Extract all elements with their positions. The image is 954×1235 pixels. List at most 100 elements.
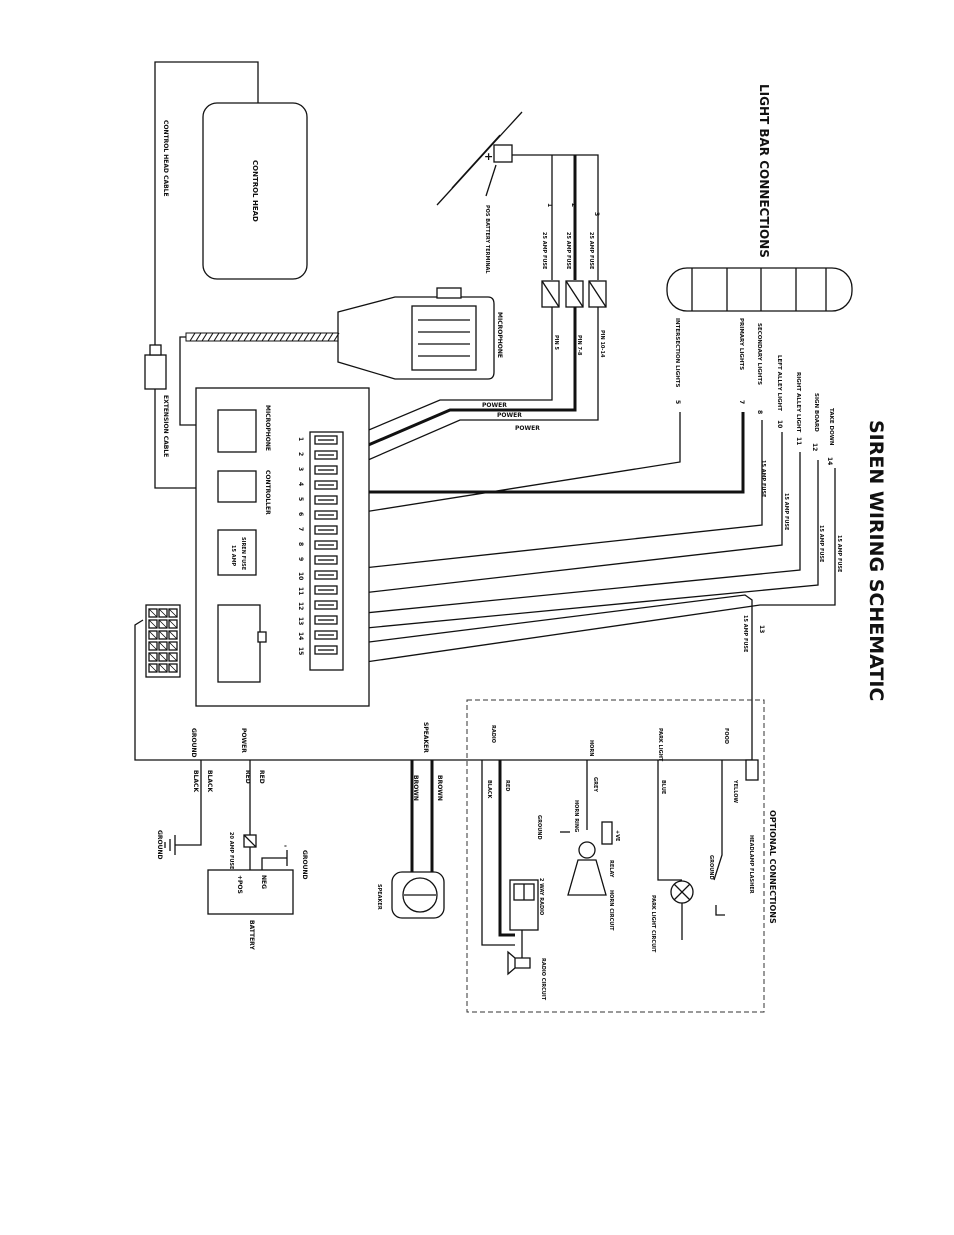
lb-fuse-label-2: 15 AMP FUSE	[818, 525, 824, 563]
terminal-label-14: 14	[297, 632, 304, 640]
control-head	[202, 102, 308, 280]
extension-cable-label: EXTENSION CABLE	[162, 395, 169, 457]
brown-label-1: BROWN	[436, 775, 443, 801]
radio-speaker-icon	[507, 950, 531, 976]
output-label-intersection: INTERSECTION LIGHTS	[674, 318, 680, 388]
horn-relay	[601, 821, 613, 845]
pin-13-label: 13	[758, 625, 765, 633]
ground-a-label: GROUND	[156, 830, 163, 860]
pin-13-fuse-label: 15 AMP FUSE	[742, 615, 748, 653]
park-light-label: PARK LIGHT	[657, 728, 663, 762]
light-bar	[666, 267, 853, 312]
mic-jack	[217, 409, 257, 453]
horn-ring-label: HORN RING	[573, 800, 579, 832]
black-label-1: BLACK	[206, 770, 213, 792]
fuse-3-label: 25 AMP FUSE	[588, 232, 594, 270]
battery-plus: +	[484, 150, 493, 163]
terminal-label-9: 9	[297, 557, 304, 561]
output-label-secondary: SECONDARY LIGHTS	[756, 323, 762, 385]
red-label-2: RED	[244, 770, 251, 784]
output-pin-8: 8	[756, 410, 763, 414]
ground-label: GROUND	[190, 728, 197, 758]
flasher-ground-label: GROUND	[708, 855, 714, 880]
output-pin-12: 12	[811, 443, 818, 451]
output-label-sign-board: SIGN BOARD	[813, 393, 819, 432]
diagram-title: SIREN WIRING SCHEMATIC	[865, 420, 887, 701]
terminal-label-13: 13	[297, 617, 304, 625]
output-label-right-alley: RIGHT ALLEY LIGHT	[795, 372, 801, 433]
terminal-label-1: 1	[297, 437, 304, 441]
radio-red-label: RED	[504, 780, 510, 791]
terminal-label-8: 8	[297, 542, 304, 546]
pin-10-14-label: PIN 10-14	[599, 330, 605, 358]
controller-jack	[217, 470, 257, 503]
red-label-1: RED	[258, 770, 265, 784]
grey-label: GREY	[592, 777, 598, 792]
horn-icon	[567, 859, 607, 896]
cable-connector	[144, 354, 167, 390]
optional-heading: OPTIONAL CONNECTIONS	[768, 810, 777, 924]
terminal-label-10: 10	[297, 572, 304, 580]
radio-circuit-label: RADIO CIRCUIT	[540, 958, 546, 1001]
flash-label: FOOD	[723, 728, 729, 744]
box-connector	[217, 604, 261, 683]
battery-neg-label: NEG	[260, 875, 267, 889]
v12-label: +VE	[614, 830, 620, 842]
terminal-label-7: 7	[297, 527, 304, 531]
radio-black-label: BLACK	[486, 780, 492, 800]
yellow-label: YELLOW	[732, 779, 738, 803]
ground-b-label: GROUND	[301, 850, 308, 880]
output-label-take-down: TAKE DOWN	[828, 408, 834, 446]
siren-fuse-value: 15 AMP	[230, 545, 236, 567]
horn-circuit-label: HORN CIRCUIT	[608, 890, 614, 931]
terminal-label-2: 2	[297, 452, 304, 456]
terminal-label-15: 15	[297, 647, 304, 655]
fuse-1-label: 25 AMP FUSE	[541, 232, 547, 270]
output-pin-7: 7	[738, 400, 745, 404]
pin-7-8-label: PIN 7-8	[576, 335, 582, 356]
speaker-label: SPEAKER	[422, 722, 429, 753]
headlamp-flasher-label: HEADLAMP FLASHER	[748, 835, 754, 894]
battery	[207, 869, 294, 915]
terminal-label-4: 4	[297, 482, 304, 486]
power-line-1-label: POWER	[482, 402, 507, 409]
horn-ground-label: GROUND	[536, 815, 542, 840]
power-line-2-label: POWER	[497, 412, 522, 419]
power-line-3-label: POWER	[515, 425, 540, 432]
terminal-label-11: 11	[297, 587, 304, 595]
siren-fuse-label: SIREN FUSE	[240, 537, 246, 571]
wiring-harness-plug	[145, 604, 181, 678]
headlamp-flasher	[745, 759, 759, 781]
lb-fuse-label-3: 15 AMP FUSE	[783, 493, 789, 531]
control-head-cable-label: CONTROL HEAD CABLE	[162, 120, 169, 197]
wire-3-label: 3	[593, 212, 600, 216]
output-label-left-alley: LEFT ALLEY LIGHT	[776, 355, 782, 411]
speaker-device-label: SPEAKER	[376, 884, 382, 910]
siren-fuse	[217, 529, 257, 576]
brown-label-2: BROWN	[412, 775, 419, 801]
terminal-label-5: 5	[297, 497, 304, 501]
blue-label: BLUE	[660, 780, 666, 795]
two-way-radio-label: 2 WAY RADIO	[538, 878, 544, 915]
battery-pos-label: +POS	[236, 875, 243, 894]
minus-label: -	[284, 842, 287, 850]
control-head-label: CONTROL HEAD	[251, 160, 259, 222]
black-label-2: BLACK	[192, 770, 199, 792]
output-pin-11: 11	[795, 437, 802, 445]
pos-battery-terminal-label: POS BATTERY TERMINAL	[484, 205, 490, 274]
output-pin-5: 5	[674, 400, 681, 404]
lb-fuse-label-4: 15 AMP FUSE	[760, 460, 766, 498]
terminal-label-12: 12	[297, 602, 304, 610]
optional-connections-box	[466, 699, 765, 1013]
battery-label: BATTERY	[248, 920, 255, 950]
lightbar-heading: LIGHT BAR CONNECTIONS	[757, 84, 771, 258]
controller-jack-label: CONTROLLER	[264, 470, 271, 515]
battery-fuse-label: 20 AMP FUSE	[228, 832, 234, 870]
wire-2-label: 2	[570, 203, 577, 207]
wire-1-label: 1	[546, 203, 553, 207]
park-circuit-label: PARK LIGHT CIRCUIT	[650, 895, 656, 953]
lb-fuse-label-1: 15 AMP FUSE	[836, 535, 842, 573]
mic-jack-label: MICROPHONE	[264, 405, 271, 451]
output-label-primary: PRIMARY LIGHTS	[738, 318, 744, 370]
